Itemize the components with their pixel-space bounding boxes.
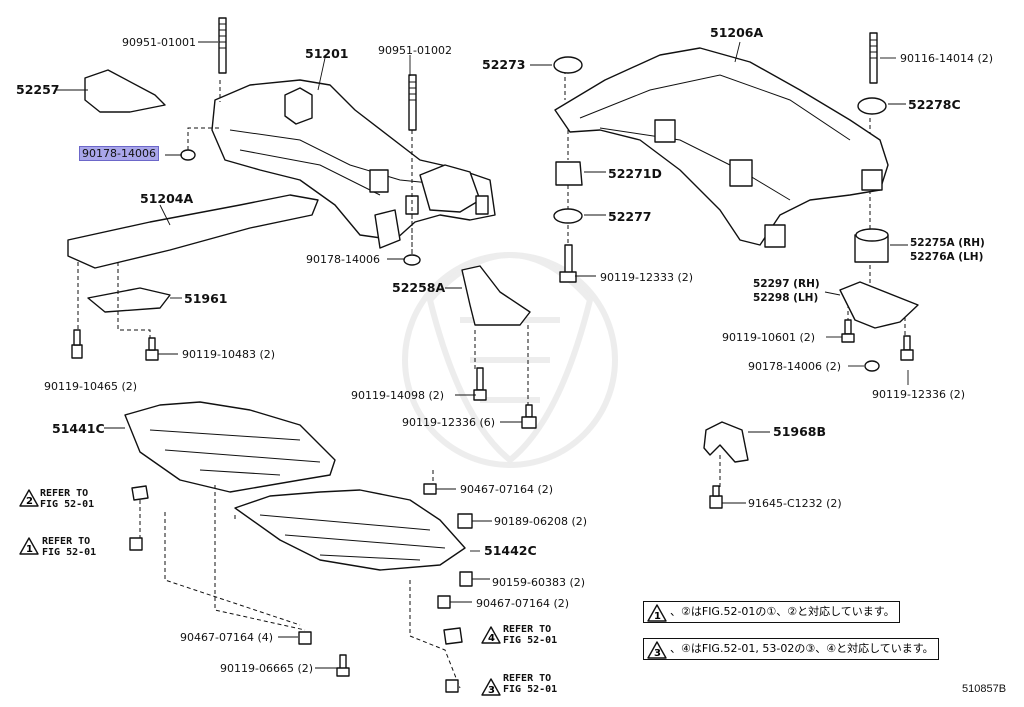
label-52257: 52257 — [16, 82, 60, 97]
label-52276A-lh: 52276A (LH) — [910, 251, 984, 263]
bracket-52258A — [461, 265, 531, 326]
bracket-51968B — [703, 421, 749, 463]
note-text-1: 、②はFIG.52-01の①、②と対応しています。 — [670, 605, 895, 618]
label-51442C: 51442C — [484, 543, 537, 558]
label-52277: 52277 — [608, 209, 652, 224]
label-51206A: 51206A — [710, 25, 764, 40]
bracket-52297-52298 — [839, 281, 919, 329]
label-90119-14098: 90119-14098 (2) — [351, 389, 445, 402]
label-90159-60383: 90159-60383 (2) — [492, 576, 586, 589]
label-90951-01002: 90951-01002 — [378, 44, 452, 57]
refer-to-fig-2: REFER TO FIG 52-01 — [40, 488, 94, 510]
triangle-1: 1 — [26, 544, 33, 555]
label-90178-14006-c: 90178-14006 (2) — [748, 360, 842, 373]
bracket-52257 — [84, 69, 166, 113]
refer-to-fig-1: REFER TO FIG 52-01 — [42, 536, 96, 558]
label-90189-06208: 90189-06208 (2) — [494, 515, 588, 528]
label-52271D: 52271D — [608, 166, 662, 181]
note-triangle-1: 1 — [654, 611, 661, 622]
bolts-and-nuts — [71, 149, 914, 693]
label-91645-C1232: 91645-C1232 (2) — [748, 497, 842, 510]
triangle-4: 4 — [488, 633, 495, 644]
brace-51204A — [67, 194, 319, 269]
label-51201: 51201 — [305, 46, 349, 61]
refer-line1: REFER TO — [40, 488, 89, 499]
refer-line2: FIG 52-01 — [40, 499, 95, 510]
label-52275A-rh: 52275A (RH) — [910, 237, 985, 249]
label-90119-06665: 90119-06665 (2) — [220, 662, 314, 675]
label-90951-01001: 90951-01001 — [122, 36, 196, 49]
refer-to-fig-3: REFER TO FIG 52-01 — [503, 673, 557, 695]
label-51204A: 51204A — [140, 191, 194, 206]
label-52297-rh: 52297 (RH) — [753, 278, 820, 290]
leader-lines — [55, 41, 909, 669]
label-90178-14006-highlighted[interactable]: 90178-14006 — [79, 146, 159, 161]
label-90119-10465: 90119-10465 (2) — [44, 380, 138, 393]
refer-line1: REFER TO — [42, 536, 91, 547]
note-box-1: 、②はFIG.52-01の①、②と対応しています。 — [643, 601, 900, 623]
rear-bushings — [553, 56, 889, 276]
label-90119-10483: 90119-10483 (2) — [182, 348, 276, 361]
note-text-2: 、④はFIG.52-01, 53-02の③、④と対応しています。 — [670, 642, 934, 655]
note-box-2: 、④はFIG.52-01, 53-02の③、④と対応しています。 — [643, 638, 939, 660]
triangle-2: 2 — [26, 496, 33, 507]
label-52298-lh: 52298 (LH) — [753, 292, 819, 304]
label-90467-07164-a: 90467-07164 (2) — [460, 483, 554, 496]
watermark-emblem — [402, 252, 618, 468]
diagram-id: 510857B — [962, 683, 1007, 695]
label-51961: 51961 — [184, 291, 228, 306]
label-90119-10601: 90119-10601 (2) — [722, 331, 816, 344]
refer-line2: FIG 52-01 — [503, 684, 558, 695]
refer-line2: FIG 52-01 — [42, 547, 97, 558]
refer-to-fig-4: REFER TO FIG 52-01 — [503, 624, 557, 646]
triangle-3: 3 — [488, 685, 495, 696]
note-triangle-3: 3 — [654, 648, 661, 659]
stud-bolts — [218, 17, 878, 131]
label-90467-07164-4: 90467-07164 (4) — [180, 631, 274, 644]
label-52258A: 52258A — [392, 280, 446, 295]
reference-triangles: 2 1 4 3 1 3 — [19, 489, 667, 696]
label-90178-14006: 90178-14006 — [306, 253, 380, 266]
refer-line1: REFER TO — [503, 673, 552, 684]
refer-line2: FIG 52-01 — [503, 635, 558, 646]
label-51968B: 51968B — [773, 424, 827, 439]
plate-51961 — [87, 287, 171, 313]
label-52273: 52273 — [482, 57, 526, 72]
label-90116-14014: 90116-14014 (2) — [900, 52, 994, 65]
under-cover-51441C — [124, 401, 336, 493]
label-90119-12336-2: 90119-12336 (2) — [872, 388, 966, 401]
under-cover-51442C — [234, 489, 466, 571]
label-51441C: 51441C — [52, 421, 105, 436]
label-90119-12333: 90119-12333 (2) — [600, 271, 694, 284]
refer-line1: REFER TO — [503, 624, 552, 635]
rear-crossmember-51206A — [554, 47, 889, 248]
label-52278C: 52278C — [908, 97, 961, 112]
label-90119-12336-6: 90119-12336 (6) — [402, 416, 496, 429]
label-90467-07164-b: 90467-07164 (2) — [476, 597, 570, 610]
